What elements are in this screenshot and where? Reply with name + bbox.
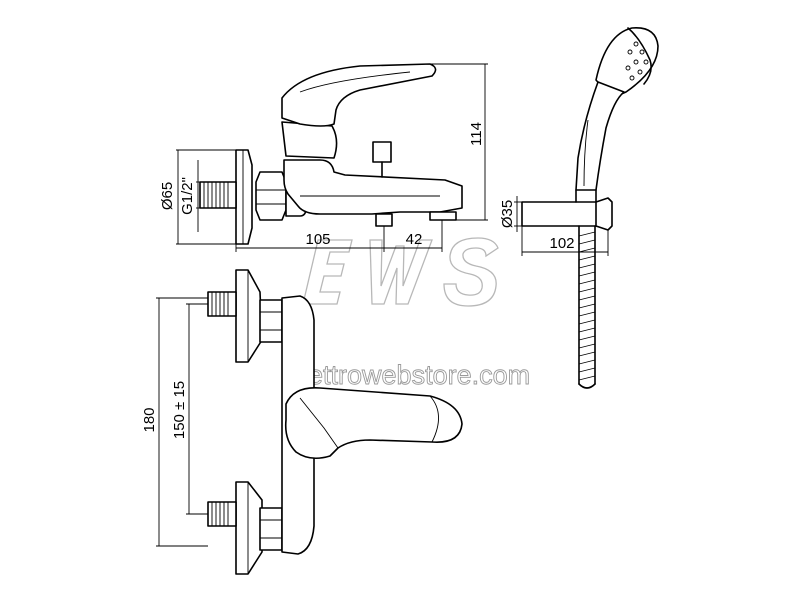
dim-thread-g12: G1/2" xyxy=(179,160,200,232)
label-d105: 105 xyxy=(305,231,330,248)
dim-height-180: 180 xyxy=(141,297,208,547)
dim-holder-35: Ø35 xyxy=(499,196,522,232)
dim-height-114: 114 xyxy=(430,63,488,221)
label-d42: 42 xyxy=(406,231,423,248)
dim-diameter-65: Ø65 xyxy=(159,149,236,245)
label-d102: 102 xyxy=(549,235,574,252)
watermark-site-text: elettrowebstore.com xyxy=(287,360,530,390)
dim-holder-102: 102 xyxy=(521,226,609,256)
label-d65: Ø65 xyxy=(159,182,176,210)
dim-height-150: 150 ± 15 xyxy=(171,303,208,515)
label-d114: 114 xyxy=(468,122,485,146)
thread-lines-lower xyxy=(211,502,229,526)
thread-lines-upper xyxy=(211,292,229,316)
label-d180: 180 xyxy=(141,407,158,432)
shower-hose xyxy=(578,225,596,389)
mixer-side-view xyxy=(199,63,463,245)
spray-nozzles xyxy=(625,41,649,81)
dim-horizontal-105-42: 105 42 xyxy=(235,220,443,252)
hand-shower xyxy=(521,27,659,389)
mixer-front-view xyxy=(207,269,463,575)
watermark: elettrowebstore.com xyxy=(287,237,531,390)
label-d35: Ø35 xyxy=(499,200,516,228)
thread-lines-top xyxy=(203,182,229,208)
label-g12: G1/2" xyxy=(179,177,196,215)
label-d150: 150 ± 15 xyxy=(171,381,188,439)
watermark-logo xyxy=(302,237,499,307)
